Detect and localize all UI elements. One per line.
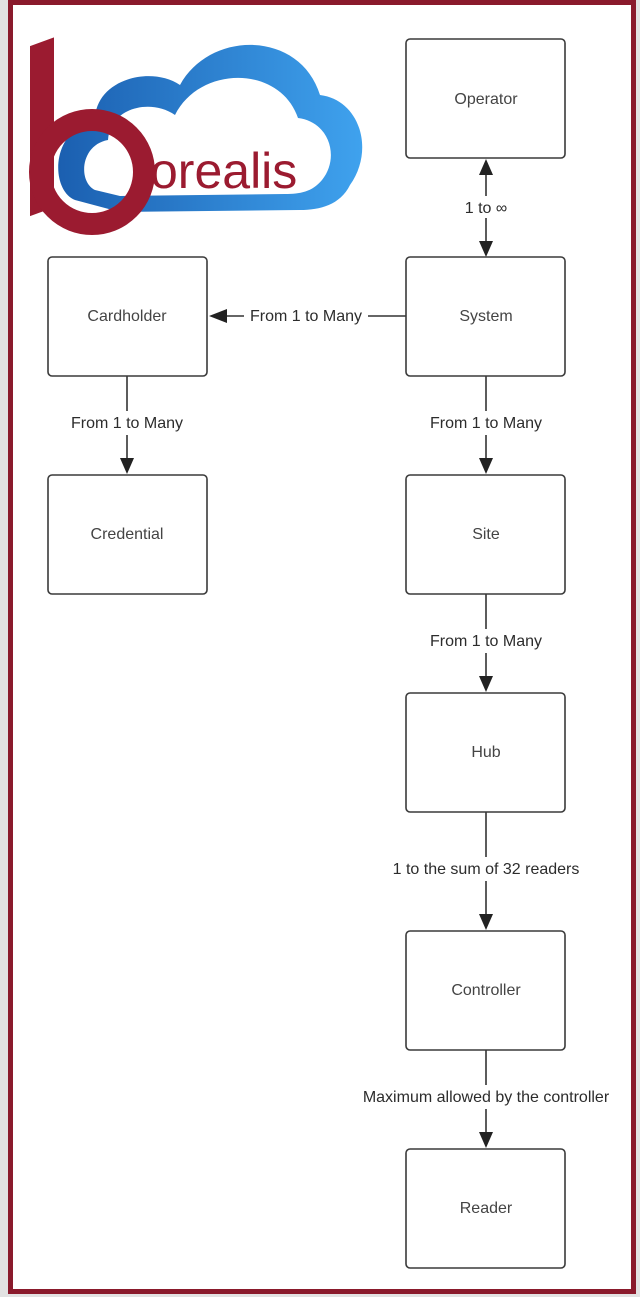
node-site: Site <box>405 474 566 595</box>
b-bowl <box>29 109 155 235</box>
logo-wordmark: orealis <box>150 143 297 199</box>
edge-controller-reader: Maximum allowed by the controller <box>346 1049 626 1148</box>
node-controller: Controller <box>405 930 566 1051</box>
edge-label-controller-reader: Maximum allowed by the controller <box>363 1089 610 1106</box>
edge-label-site-hub: From 1 to Many <box>430 633 542 650</box>
node-label-system: System <box>459 308 512 325</box>
node-reader: Reader <box>405 1148 566 1269</box>
node-hub: Hub <box>405 692 566 813</box>
node-label-cardholder: Cardholder <box>87 308 167 325</box>
edge-cardholder-credential: From 1 to Many <box>60 376 194 474</box>
edge-label-cardholder-credential: From 1 to Many <box>71 415 183 432</box>
node-label-reader: Reader <box>460 1200 513 1217</box>
edge-label-operator-system: 1 to ∞ <box>465 200 508 217</box>
edge-site-hub: From 1 to Many <box>419 594 553 692</box>
borealis-logo: orealis <box>29 37 363 235</box>
node-label-controller: Controller <box>451 982 521 999</box>
edge-label-system-site: From 1 to Many <box>430 415 542 432</box>
node-credential: Credential <box>47 474 208 595</box>
edge-label-hub-controller: 1 to the sum of 32 readers <box>393 861 580 878</box>
node-cardholder: Cardholder <box>47 256 208 377</box>
edge-system-cardholder: From 1 to Many <box>209 304 406 328</box>
edge-system-site: From 1 to Many <box>419 376 553 474</box>
node-label-hub: Hub <box>471 744 500 761</box>
edge-operator-system: 1 to ∞ <box>452 159 520 257</box>
edge-hub-controller: 1 to the sum of 32 readers <box>380 812 592 930</box>
node-system: System <box>405 256 566 377</box>
node-operator: Operator <box>405 38 566 159</box>
edge-label-system-cardholder: From 1 to Many <box>250 308 362 325</box>
node-label-credential: Credential <box>91 526 164 543</box>
node-label-site: Site <box>472 526 500 543</box>
node-label-operator: Operator <box>454 91 518 108</box>
